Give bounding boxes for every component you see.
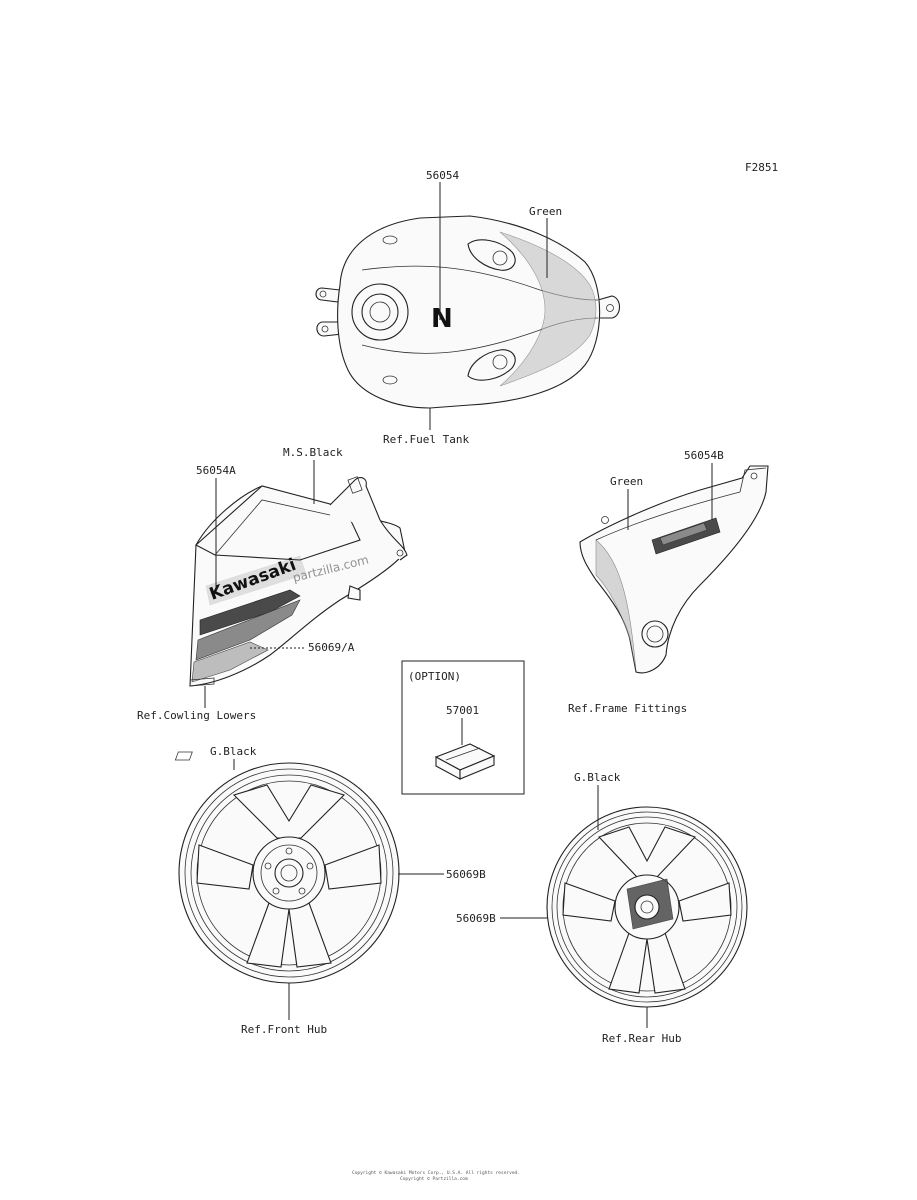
callout-rear-56069b: 56069B xyxy=(456,912,496,925)
ref-front-hub: Ref.Front Hub xyxy=(241,1023,327,1036)
option-title: (OPTION) xyxy=(408,670,461,683)
callout-56054b: 56054B xyxy=(684,449,724,462)
callout-ms-black: M.S.Black xyxy=(283,446,343,459)
callout-tank-green: Green xyxy=(529,205,562,218)
tank-emblem: N xyxy=(431,304,453,334)
callout-56054: 56054 xyxy=(426,169,459,182)
callout-front-56069b: 56069B xyxy=(446,868,486,881)
ref-frame-fittings: Ref.Frame Fittings xyxy=(568,702,687,715)
fuel-tank-illustration: N xyxy=(315,215,621,409)
callout-56054a: 56054A xyxy=(196,464,236,477)
cowling-lower-illustration: Kawasaki partzilla.com xyxy=(189,476,408,687)
front-wheel-illustration xyxy=(178,762,400,984)
ref-rear-hub: Ref.Rear Hub xyxy=(602,1032,681,1045)
frame-fitting-illustration xyxy=(579,465,769,674)
callout-front-gblack: G.Black xyxy=(210,745,257,758)
callout-56069a: 56069/A xyxy=(308,641,355,654)
callout-57001: 57001 xyxy=(446,704,479,717)
ref-cowling-lowers: Ref.Cowling Lowers xyxy=(137,709,256,722)
callout-frame-green: Green xyxy=(610,475,643,488)
rear-wheel-illustration xyxy=(546,806,748,1008)
ref-fuel-tank: Ref.Fuel Tank xyxy=(383,433,469,446)
footer-copyright: Copyright © Kawasaki Motors Corp., U.S.A… xyxy=(352,1170,520,1176)
callout-rear-gblack: G.Black xyxy=(574,771,621,784)
option-box: (OPTION) 57001 xyxy=(174,660,525,795)
option-part-clip xyxy=(174,743,496,780)
footer-partzilla: Copyright © Partzilla.com xyxy=(400,1176,468,1182)
figure-code: F2851 xyxy=(745,161,778,174)
